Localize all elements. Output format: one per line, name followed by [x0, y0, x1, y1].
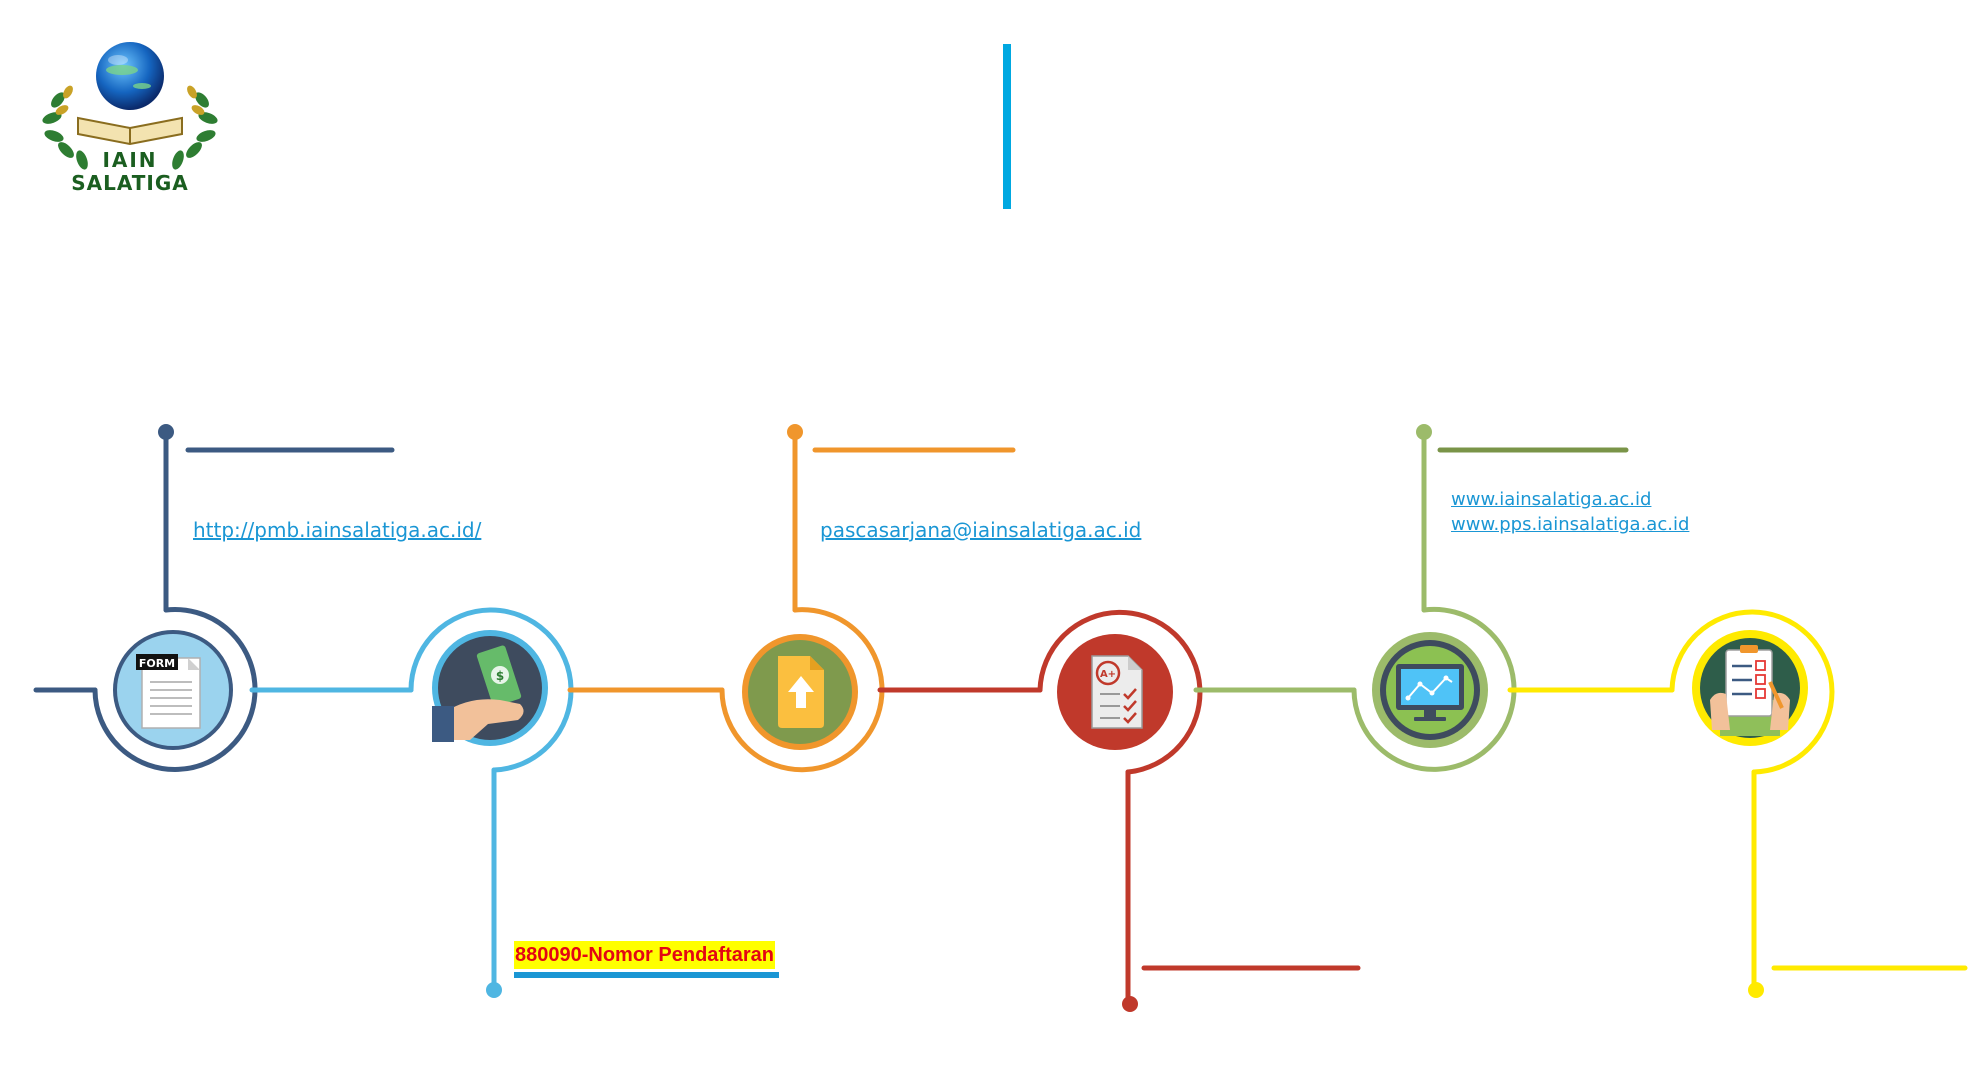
- step-form-connector: [33, 429, 395, 772]
- upload-icon: [740, 632, 860, 752]
- step-announcement-link-1[interactable]: www.iainsalatiga.ac.id: [1451, 489, 1652, 510]
- svg-text:A+: A+: [1100, 669, 1116, 680]
- step-upload-connector: [567, 429, 1016, 773]
- step-payment-dot: [486, 982, 502, 998]
- logo-line2: SALATIGA: [71, 171, 189, 195]
- step-payment-connector: [249, 607, 574, 993]
- step-upload-dot: [787, 424, 803, 440]
- step-announcement-connector: [1193, 429, 1517, 772]
- form-icon: FORM: [113, 630, 233, 750]
- iain-salatiga-logo: IAIN SALATIGA: [42, 42, 218, 195]
- title-divider-bar: [1003, 44, 1011, 209]
- exam-paper-icon: A+: [1055, 632, 1175, 752]
- step-announcement-dot: [1416, 424, 1432, 440]
- step-announcement-link-2[interactable]: www.pps.iainsalatiga.ac.id: [1451, 514, 1690, 535]
- step-test-connector: [877, 609, 1361, 1007]
- logo-line1: IAIN: [102, 148, 157, 172]
- svg-text:$: $: [496, 669, 504, 683]
- monitor-chart-icon: [1370, 630, 1490, 750]
- step-payment-note: 880090-Nomor Pendaftaran: [514, 941, 775, 969]
- step-reregistration-dot: [1748, 982, 1764, 998]
- step-form-link[interactable]: http://pmb.iainsalatiga.ac.id/: [193, 518, 482, 542]
- step-payment-note-underline: [514, 972, 779, 978]
- step-form-dot: [158, 424, 174, 440]
- checklist-icon: [1690, 628, 1810, 748]
- step-upload-email-link[interactable]: pascasarjana@iainsalatiga.ac.id: [820, 518, 1142, 542]
- step-test-dot: [1122, 996, 1138, 1012]
- svg-text:FORM: FORM: [139, 657, 175, 670]
- step-reregistration-connector: [1507, 609, 1968, 993]
- payment-icon: $: [430, 628, 550, 748]
